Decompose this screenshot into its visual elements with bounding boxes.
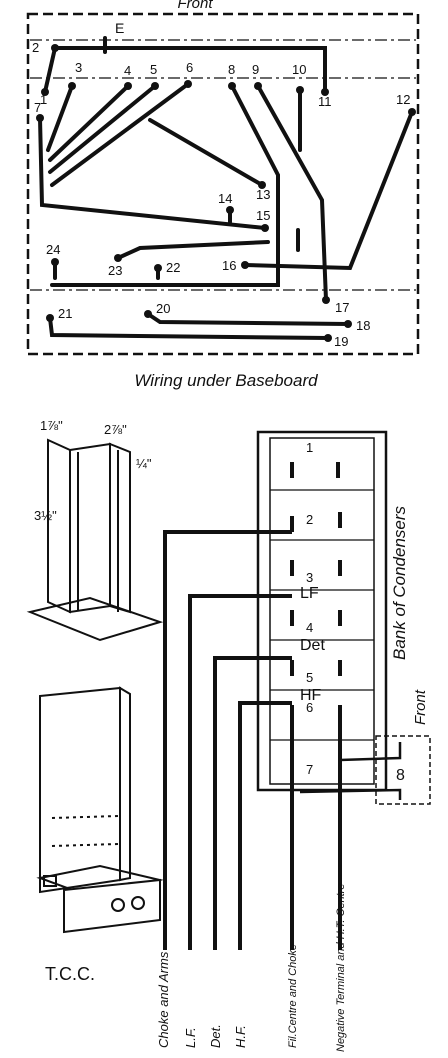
svg-text:13: 13 — [256, 187, 270, 202]
frame-drawing: 1⅞" 2⅞" ¼" 3½" — [26, 418, 164, 642]
tcc-condenser: T.C.C. — [36, 686, 164, 984]
lead-label-lf: L.F. — [183, 1027, 198, 1048]
wire-21-19 — [48, 316, 330, 340]
frame-thickness-dim: ¼" — [136, 456, 152, 471]
svg-text:LF: LF — [300, 585, 319, 602]
bank-front-label: Front — [412, 689, 429, 725]
svg-text:22: 22 — [166, 260, 180, 275]
svg-text:18: 18 — [356, 318, 370, 333]
lead-choke-arms — [163, 530, 292, 950]
leads — [163, 530, 342, 950]
wire-2-1 — [43, 46, 57, 94]
svg-text:6: 6 — [186, 60, 193, 75]
wire-7-15 — [38, 116, 267, 230]
wire-8-top — [339, 742, 402, 762]
svg-text:4: 4 — [124, 63, 131, 78]
svg-text:3: 3 — [75, 60, 82, 75]
tcc-plate — [39, 686, 121, 894]
wire-12-16 — [243, 110, 414, 271]
lead-labels: Choke and Arms L.F. Det. H.F. Fil.Centre… — [156, 883, 347, 1052]
lead-label-fil: Fil.Centre and Choke — [287, 944, 299, 1048]
earth-label: E — [115, 20, 124, 36]
frame-depth-dim: 2⅞" — [104, 422, 127, 437]
frame-side-left — [47, 438, 71, 614]
svg-text:23: 23 — [108, 263, 122, 278]
tcc-lug — [43, 875, 57, 887]
wire-5 — [48, 84, 157, 174]
condenser-8-box — [375, 735, 431, 805]
svg-text:7: 7 — [306, 762, 313, 777]
lead-label-choke: Choke and Arms — [156, 951, 171, 1048]
tcc-terminal-2 — [131, 896, 145, 910]
condenser-8-label: 8 — [396, 767, 405, 784]
wiring-front-label: Front — [177, 0, 213, 12]
bank-cell-numbers: 1 2 3 4 5 6 7 — [306, 440, 313, 777]
lead-det — [213, 656, 292, 950]
svg-text:5: 5 — [150, 62, 157, 77]
bank-cell-labels: LF Det HF — [300, 585, 325, 704]
condenser-bank: 1 2 3 4 5 6 7 LF Det HF 8 Bank of Conden… — [256, 430, 431, 805]
terminal-dots — [36, 44, 416, 342]
tcc-terminal-1 — [111, 898, 125, 912]
svg-text:9: 9 — [252, 62, 259, 77]
wire-20-18 — [146, 312, 350, 326]
svg-text:1: 1 — [306, 440, 313, 455]
svg-text:17: 17 — [335, 300, 349, 315]
svg-text:5: 5 — [306, 670, 313, 685]
tcc-dotted-2 — [51, 843, 119, 847]
wire-8 — [50, 84, 280, 287]
wiring-diagram: Front E — [26, 0, 420, 390]
frame-base — [26, 596, 164, 642]
frame-back — [69, 442, 111, 614]
svg-text:7: 7 — [34, 100, 41, 115]
tcc-plate-edge — [119, 686, 131, 882]
frame-side-right — [109, 442, 131, 614]
lead-lf — [188, 594, 292, 950]
bank-dividers — [270, 489, 374, 741]
wiring-caption: Wiring under Baseboard — [134, 371, 318, 390]
svg-text:12: 12 — [396, 92, 410, 107]
lead-label-hf: H.F. — [233, 1025, 248, 1048]
baseboard-outline — [26, 12, 420, 356]
svg-text:2: 2 — [32, 40, 39, 55]
svg-text:8: 8 — [228, 62, 235, 77]
tcc-dotted-1 — [51, 815, 119, 819]
svg-text:24: 24 — [46, 242, 60, 257]
svg-text:16: 16 — [222, 258, 236, 273]
svg-text:1: 1 — [40, 92, 47, 107]
tcc-label: T.C.C. — [45, 964, 95, 984]
svg-text:HF: HF — [300, 687, 322, 704]
wire-6 — [50, 82, 190, 187]
bank-inner — [269, 437, 375, 785]
frame-width-dim: 1⅞" — [40, 418, 63, 433]
wire-3 — [46, 84, 74, 152]
wire-23 — [116, 240, 270, 260]
wires — [38, 36, 414, 340]
svg-text:14: 14 — [218, 191, 232, 206]
wire-4 — [48, 84, 130, 162]
svg-text:15: 15 — [256, 208, 270, 223]
wire-6-13 — [148, 118, 264, 187]
bank-title: Bank of Condensers — [390, 505, 409, 660]
svg-text:4: 4 — [306, 620, 313, 635]
svg-text:11: 11 — [318, 94, 332, 109]
lead-label-negative: Negative Terminal and H.T. Centre — [335, 883, 347, 1052]
svg-text:6: 6 — [306, 700, 313, 715]
svg-text:19: 19 — [334, 334, 348, 349]
terminal-labels: 1 2 3 4 5 6 7 8 9 10 11 12 13 14 15 16 1… — [32, 40, 410, 349]
svg-text:3: 3 — [306, 570, 313, 585]
bank-outer — [256, 430, 388, 792]
lead-label-det: Det. — [208, 1024, 223, 1048]
frame-height-dim: 3½" — [34, 508, 57, 523]
wire-8-bottom — [299, 788, 402, 800]
svg-text:2: 2 — [306, 512, 313, 527]
svg-text:10: 10 — [292, 62, 306, 77]
svg-text:21: 21 — [58, 306, 72, 321]
wire-2-11 — [53, 46, 327, 94]
svg-text:20: 20 — [156, 301, 170, 316]
svg-text:Det: Det — [300, 637, 325, 654]
lead-hf — [238, 701, 292, 950]
bank-posts — [290, 462, 342, 770]
